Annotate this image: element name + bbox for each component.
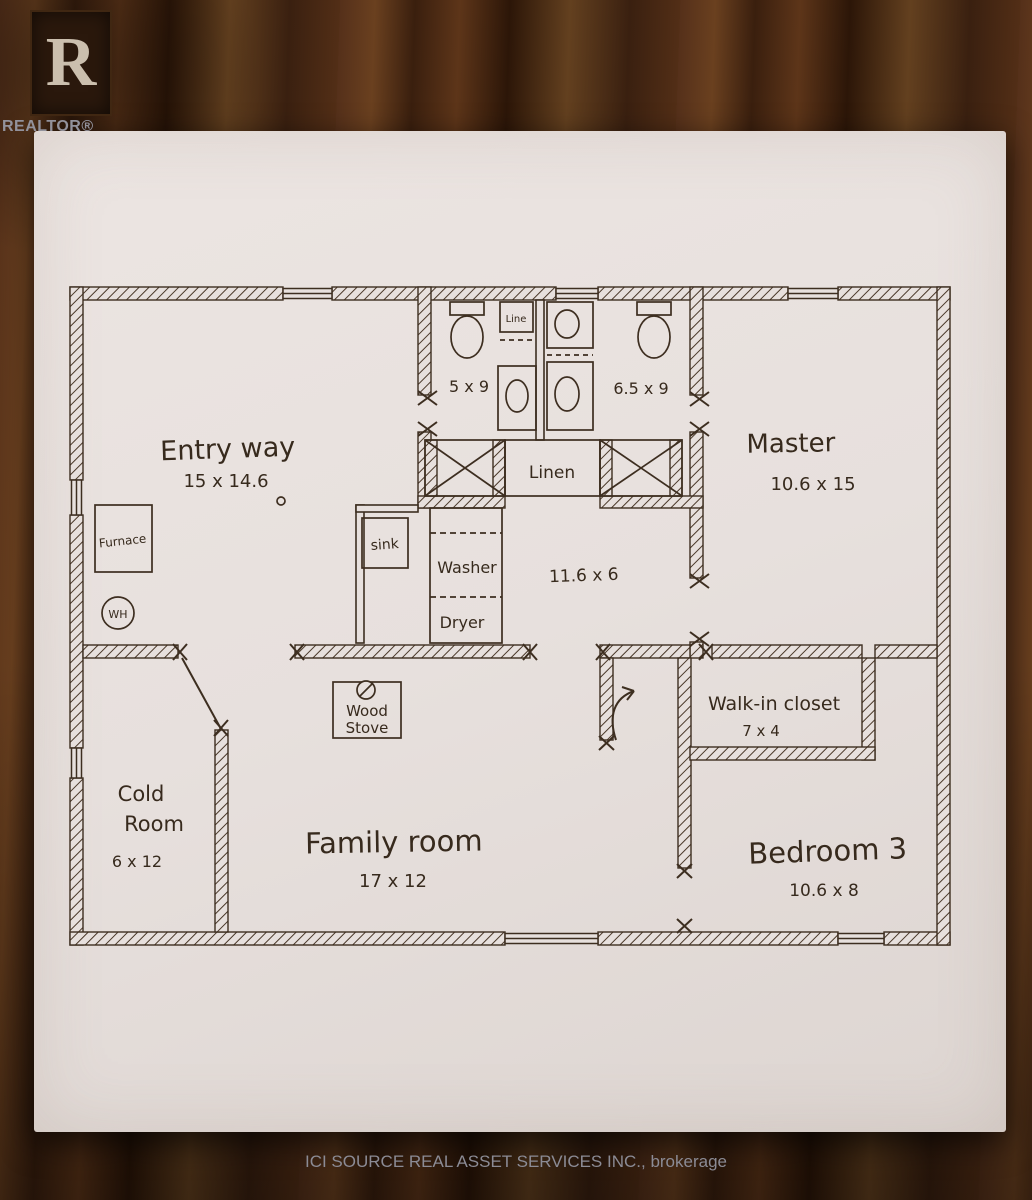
linen-closet (504, 439, 601, 497)
door-jamb-marks (172, 390, 714, 934)
window-icon (70, 747, 83, 779)
patio-door-icon (504, 932, 599, 945)
label-washer: Washer (437, 558, 497, 577)
label-wood-stove-2: Stove (346, 719, 389, 737)
label-wood-stove-1: Wood (346, 702, 388, 720)
realtor-logo-letter: R (45, 24, 97, 101)
room-dim-hall: 11.6 x 6 (549, 565, 619, 587)
room-dim-walkin: 7 x 4 (742, 722, 780, 740)
room-label-walkin: Walk-in closet (708, 693, 840, 715)
room-dim-master: 10.6 x 15 (770, 474, 855, 495)
room-dim-bath-main: 5 x 9 (449, 377, 489, 396)
room-label-family: Family room (305, 823, 483, 860)
door-leaf (181, 657, 222, 730)
window-icon (787, 287, 839, 300)
vanity-sink-icon (546, 301, 594, 349)
room-dim-bath-ensuite: 6.5 x 9 (613, 379, 668, 398)
room-label-entry: Entry way (160, 432, 296, 468)
laundry-sink-box (361, 517, 409, 569)
room-dim-cold: 6 x 12 (112, 852, 162, 871)
room-dim-bed3: 10.6 x 8 (789, 881, 859, 901)
label-dryer: Dryer (440, 613, 485, 632)
furnace-box (94, 504, 153, 573)
label-water-heater: WH (108, 608, 127, 621)
stair-arrow-icon (611, 686, 635, 741)
brokerage-attribution: ICI SOURCE REAL ASSET SERVICES INC., bro… (304, 1152, 727, 1171)
window-icon (70, 479, 83, 516)
door-dot (276, 496, 286, 506)
wood-stove-icon (332, 680, 402, 739)
linen-cabinet (499, 301, 534, 341)
label-linen-cabinet: Line (506, 314, 527, 325)
label-sink: sink (370, 536, 400, 554)
label-furnace: Furnace (98, 532, 147, 551)
toilet-icon (636, 301, 672, 359)
label-linen-closet: Linen (529, 463, 575, 483)
vanity-sink-icon (546, 361, 594, 431)
water-heater-icon (101, 596, 135, 630)
room-dim-family: 17 x 12 (359, 871, 427, 892)
toilet-icon (449, 301, 485, 359)
window-icon (282, 287, 333, 300)
realtor-logo: R (30, 10, 112, 116)
room-label-cold-2: Room (124, 812, 184, 836)
window-icon (555, 287, 599, 300)
vanity-sink-icon (497, 365, 537, 431)
window-icon (837, 932, 885, 945)
room-label-bed3: Bedroom 3 (748, 831, 908, 871)
realtor-wordmark: REALTOR® (2, 118, 94, 135)
room-dim-entry: 15 x 14.6 (183, 471, 268, 492)
room-label-master: Master (746, 428, 836, 460)
thin-partitions (355, 299, 545, 644)
washer-dryer-unit (429, 507, 503, 644)
room-label-cold-1: Cold (118, 782, 165, 806)
window-icons (70, 287, 885, 945)
